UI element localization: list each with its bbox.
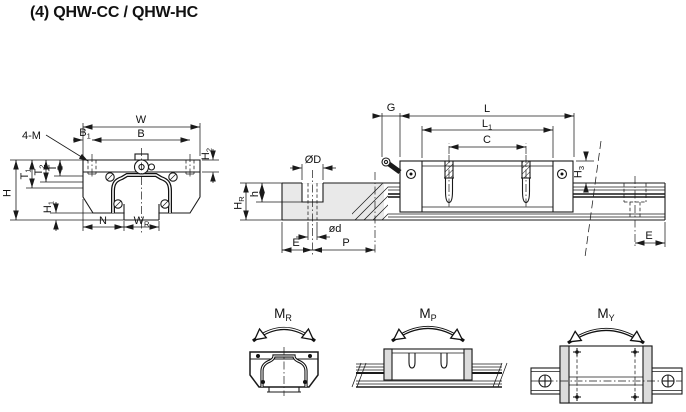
side-view: G L L1 C [372, 102, 666, 258]
end-cap-screw-icon [405, 168, 417, 180]
rail-section-fill [282, 183, 384, 220]
dim-label-wr: WR [134, 215, 150, 229]
pitch-arrow-icon [391, 325, 465, 343]
moment-roll: MR [249, 306, 319, 396]
rail-section-view: ØD h HR ød [233, 154, 666, 255]
roll-carriage-icon [249, 347, 319, 396]
ball-icon [168, 172, 178, 182]
pitch-carriage-icon [351, 348, 508, 388]
dim-label-n: N [99, 215, 107, 227]
ball-icon [113, 199, 123, 209]
ball-raceway-circles [105, 172, 178, 209]
figure-title: (4) QHW-CC / QHW-HC [30, 4, 198, 21]
carriage-bolt-mark [631, 348, 639, 356]
front-view-raceway-channel [111, 173, 172, 213]
yaw-carriage-icon [530, 345, 683, 404]
dim-label-b1: B1 [79, 127, 91, 141]
dim-label-g: G [387, 102, 396, 114]
dim-label-l1: L1 [482, 118, 492, 132]
rail-side-lines [281, 182, 666, 221]
dim-label-h-small: h [249, 191, 261, 197]
dim-label-w: W [136, 114, 147, 126]
dim-label-od-small: ød [329, 223, 342, 235]
dim-label-h3: H3 [573, 166, 587, 178]
rail-section-dimensions: ØD h HR ød [233, 154, 375, 253]
dim-label-e-side: E [645, 230, 652, 242]
dim-label-t: T [47, 164, 59, 171]
side-view-dimensions: G L L1 C [372, 102, 666, 247]
label-mr: MR [274, 306, 292, 323]
dim-label-4m: 4-M [22, 130, 41, 142]
dim-label-t2: T2 [33, 165, 47, 176]
side-view-carriage-lines [421, 161, 554, 212]
front-view-dimensions: W B B1 4-M H2 [2, 114, 219, 231]
flange-thread-hole-left [87, 154, 97, 179]
ball-icon [160, 199, 170, 209]
carriage-mounting-hole [444, 155, 454, 207]
dim-label-e-section: E [292, 237, 299, 249]
carriage-bolt-mark [573, 393, 581, 401]
dim-label-c: C [483, 134, 491, 146]
dim-label-h2: H2 [200, 148, 214, 160]
dim-label-b: B [137, 128, 144, 140]
label-mp: MP [419, 306, 436, 323]
carriage-bolt-mark [573, 348, 581, 356]
yaw-arrow-icon [567, 327, 645, 345]
ball-icon [105, 172, 115, 182]
moment-pitch: MP [351, 306, 508, 388]
label-my: MY [597, 306, 614, 323]
moment-yaw: MY [530, 306, 683, 404]
grease-nipple-side-icon [381, 157, 402, 175]
rail-break-line [584, 140, 602, 258]
end-cap-screw-icon [556, 168, 568, 180]
side-view-carriage-body [399, 160, 574, 213]
dim-label-od: ØD [305, 154, 322, 166]
front-view: W B B1 4-M H2 [2, 114, 219, 233]
carriage-bolt-mark [631, 393, 639, 401]
dim-label-p: P [342, 237, 349, 249]
dim-label-hr: HR [233, 196, 247, 210]
roll-arrow-icon [251, 327, 317, 343]
flange-thread-hole-right [185, 154, 195, 179]
carriage-mounting-hole [521, 155, 531, 207]
dim-label-h: H [2, 189, 14, 197]
dim-label-l: L [484, 103, 490, 115]
rail-hole-hidden [623, 176, 647, 247]
dim-label-h1: H1 [42, 201, 56, 213]
dim-label-t1: T1 [19, 169, 33, 180]
